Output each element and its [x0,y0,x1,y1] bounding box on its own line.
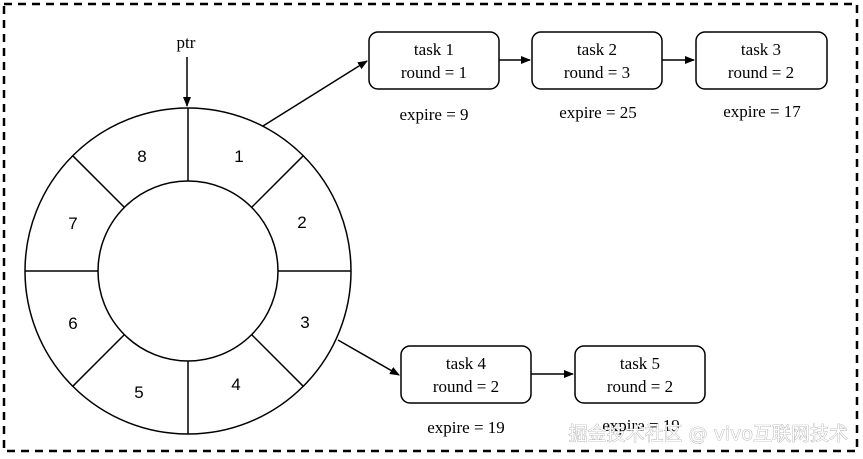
task-5-name: task 5 [620,354,660,373]
task-1-name: task 1 [414,40,454,59]
task-2-expire: expire = 25 [559,103,637,122]
task-1-round: round = 1 [401,63,467,82]
wheel-spokes [25,108,351,434]
task-list-slot-1: task 1 round = 1 expire = 9 task 2 round… [368,31,828,124]
wheel-spoke [72,155,125,208]
task-4-name: task 4 [446,354,487,373]
task-4-box: task 4 round = 2 [400,345,532,404]
pointer: ptr [177,33,196,107]
task-5-box: task 5 round = 2 [574,345,706,404]
task-2-box: task 2 round = 3 [531,31,663,90]
wheel-slot-2: 2 [297,213,306,232]
wheel-slot-7: 7 [68,214,77,233]
timing-wheel: 1 2 3 4 5 6 7 8 [24,107,352,435]
slot-1-to-task-1-arrow [262,60,368,127]
task-list-slot-3: task 4 round = 2 expire = 19 task 5 roun… [400,345,706,437]
task-3-expire: expire = 17 [723,102,801,121]
task-1-expire: expire = 9 [399,105,468,124]
task-5-round: round = 2 [607,377,673,396]
task-3-name: task 3 [741,40,781,59]
task-5-expire: expire = 19 [602,416,680,435]
task-2-round: round = 3 [564,63,630,82]
wheel-slot-8: 8 [137,147,146,166]
task-2-name: task 2 [577,40,617,59]
task-4-expire: expire = 19 [427,418,505,437]
task-3-round: round = 2 [728,63,794,82]
task-3-node [695,31,828,90]
wheel-inner-ring [97,180,279,362]
wheel-slot-1: 1 [234,147,243,166]
wheel-spoke [72,334,125,387]
wheel-slot-6: 6 [68,314,77,333]
task-4-round: round = 2 [433,377,499,396]
task-5-node [574,345,706,404]
slot-3-to-task-4-arrow [337,339,400,376]
dashed-frame [2,2,859,453]
task-3-box: task 3 round = 2 [695,31,828,90]
pointer-label: ptr [177,33,196,52]
wheel-spoke [251,334,304,387]
task-1-box: task 1 round = 1 [368,31,500,90]
wheel-slot-4: 4 [231,375,240,394]
wheel-slot-5: 5 [134,383,143,402]
wheel-slot-3: 3 [300,313,309,332]
watermark-text: 掘金技术社区 @ vivo互联网技术 [569,423,848,445]
wheel-spoke [251,155,304,208]
